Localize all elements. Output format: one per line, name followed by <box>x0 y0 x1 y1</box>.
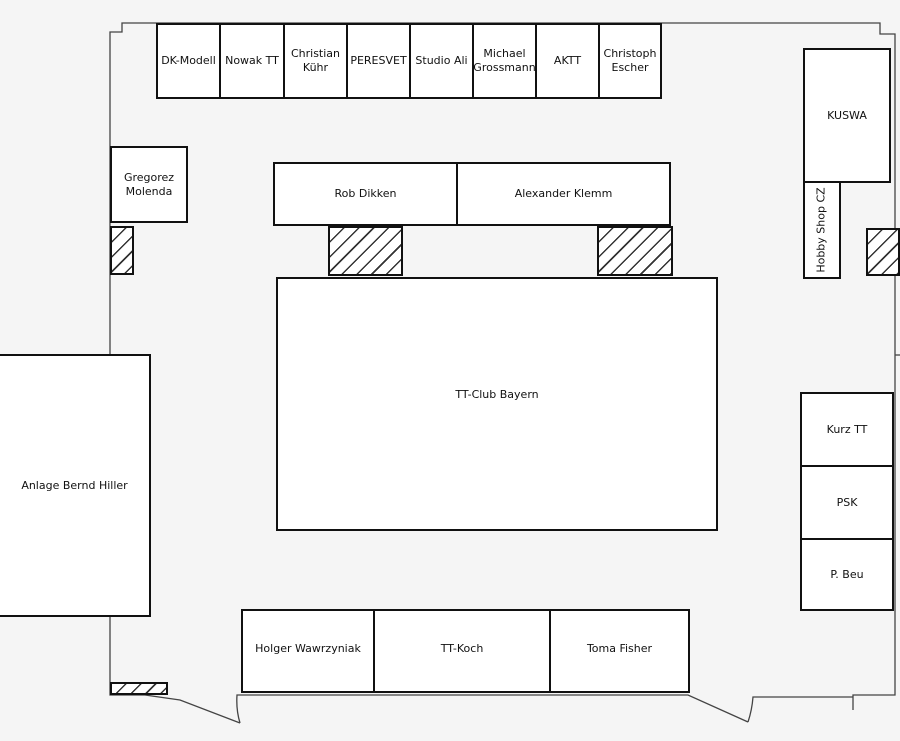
booth-christian-kuehr[interactable]: Christian Kühr <box>283 23 348 99</box>
booth-kurz-tt[interactable]: Kurz TT <box>800 392 894 467</box>
booth-label: PSK <box>836 495 858 509</box>
blocked-area <box>110 682 168 695</box>
blocked-area <box>866 228 900 276</box>
booth-label: TT-Club Bayern <box>455 388 539 401</box>
booth-psk[interactable]: PSK <box>800 465 894 540</box>
booth-label: Alexander Klemm <box>514 187 613 200</box>
blocked-area <box>110 226 134 275</box>
booth-tt-club-bayern[interactable]: TT-Club Bayern <box>276 277 718 531</box>
booth-label: Hobby Shop CZ <box>815 187 829 273</box>
blocked-area <box>328 226 403 276</box>
blocked-area <box>597 226 673 276</box>
booth-label: TT-Koch <box>440 642 484 655</box>
booth-christoph-escher[interactable]: Christoph Escher <box>598 23 662 99</box>
booth-anlage-bernd-hiller[interactable]: Anlage Bernd Hiller <box>0 354 151 617</box>
booth-label: Christian Kühr <box>290 47 341 74</box>
booth-gregorez-molenda[interactable]: Gregorez Molenda <box>110 146 188 223</box>
booth-label: Nowak TT <box>225 54 279 67</box>
booth-aktt[interactable]: AKTT <box>535 23 600 99</box>
booth-label: P. Beu <box>830 567 864 581</box>
booth-p-beu[interactable]: P. Beu <box>800 538 894 611</box>
booth-peresvet[interactable]: PERESVET <box>346 23 411 99</box>
booth-kuswa[interactable]: KUSWA <box>803 48 891 183</box>
booth-label: DK-Modell <box>161 54 216 67</box>
booth-hobby-shop-cz[interactable]: Hobby Shop CZ <box>803 181 841 279</box>
booth-holger-wawrzyniak[interactable]: Holger Wawrzyniak <box>241 609 375 693</box>
booth-nowak-tt[interactable]: Nowak TT <box>219 23 285 99</box>
booth-label: Studio Ali <box>415 54 468 67</box>
booth-label: Holger Wawrzyniak <box>255 642 361 655</box>
booth-label: Toma Fisher <box>586 642 653 655</box>
booth-studio-ali[interactable]: Studio Ali <box>409 23 474 99</box>
booth-label: Rob Dikken <box>334 187 397 200</box>
booth-label: Kurz TT <box>826 422 868 436</box>
booth-dk-modell[interactable]: DK-Modell <box>156 23 221 99</box>
booth-tt-koch[interactable]: TT-Koch <box>373 609 551 693</box>
booth-label: Anlage Bernd Hiller <box>21 478 128 492</box>
booth-rob-dikken[interactable]: Rob Dikken <box>273 162 458 226</box>
booth-toma-fisher[interactable]: Toma Fisher <box>549 609 690 693</box>
booth-alexander-klemm[interactable]: Alexander Klemm <box>456 162 671 226</box>
booth-label: Gregorez Molenda <box>123 170 175 198</box>
booth-label: Christoph Escher <box>603 47 657 74</box>
booth-michael-grossmann[interactable]: Michael Grossmann <box>472 23 537 99</box>
booth-label: Michael Grossmann <box>473 47 536 74</box>
booth-label: KUSWA <box>827 108 867 122</box>
booth-label: AKTT <box>553 54 582 67</box>
booth-label: PERESVET <box>350 54 407 67</box>
